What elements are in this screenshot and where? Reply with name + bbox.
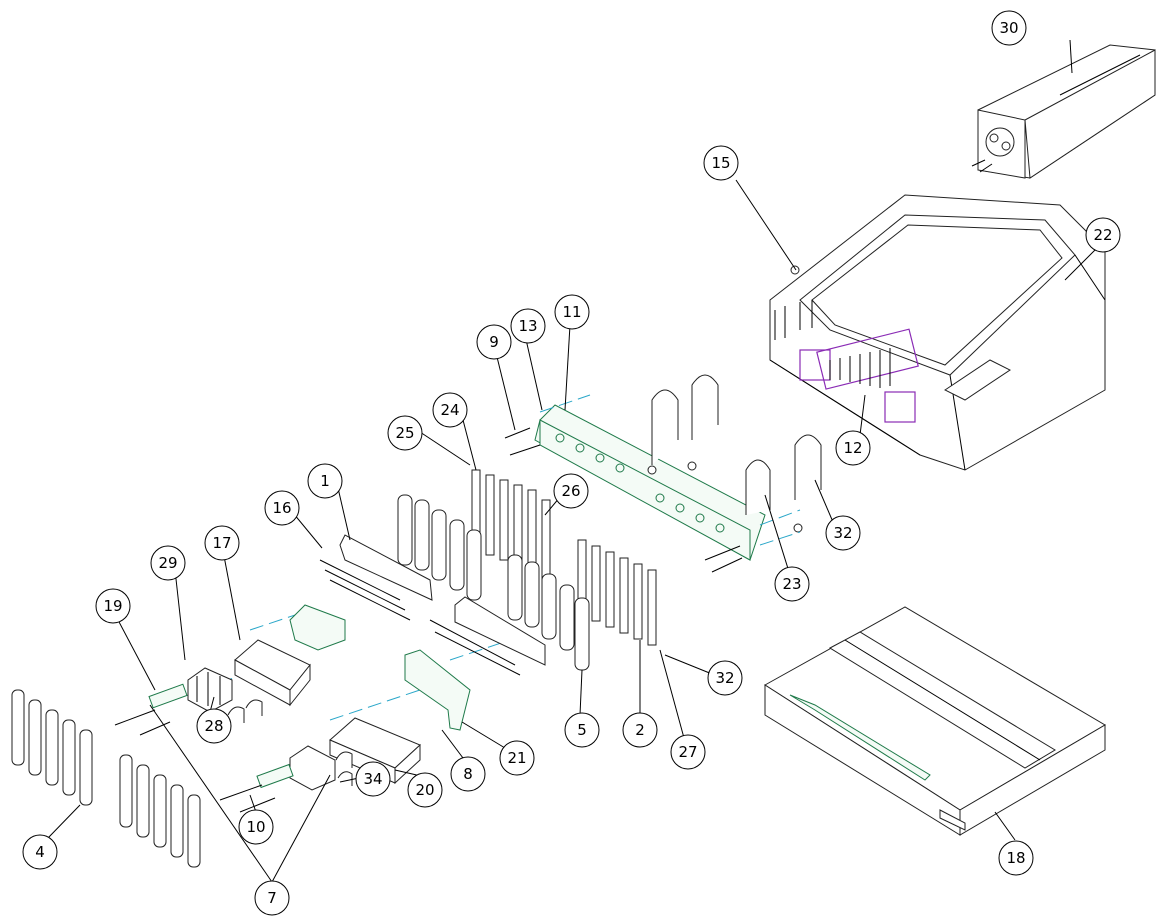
- callout-17: 17: [204, 525, 240, 561]
- svg-text:1: 1: [320, 472, 330, 490]
- svg-text:11: 11: [562, 303, 581, 321]
- callout-8: 8: [450, 756, 486, 792]
- callout-21: 21: [499, 740, 535, 776]
- svg-text:28: 28: [204, 717, 223, 735]
- callout-7: 7: [254, 880, 290, 916]
- callout-26: 25: [387, 415, 423, 451]
- callout-24: 23: [774, 566, 810, 602]
- callout-30: 29: [150, 545, 186, 581]
- svg-text:5: 5: [577, 721, 587, 739]
- callout-28: 27: [670, 734, 706, 770]
- svg-text:8: 8: [463, 765, 473, 783]
- svg-text:16: 16: [272, 499, 291, 517]
- part-30-terminal-block: [187, 667, 233, 713]
- svg-text:10: 10: [246, 818, 265, 836]
- part-1-connector-block: [319, 534, 546, 676]
- part-19-connectors: [114, 683, 188, 736]
- callout-32-lower: 32: [707, 660, 743, 696]
- svg-text:25: 25: [395, 424, 414, 442]
- svg-text:17: 17: [212, 534, 231, 552]
- leader-lines: [47, 39, 1096, 883]
- part-24-u-bolts: [647, 374, 771, 515]
- callout-19: 19: [95, 588, 131, 624]
- svg-text:9: 9: [489, 333, 499, 351]
- part-23-elbows: [227, 699, 263, 723]
- svg-text:13: 13: [518, 317, 537, 335]
- part-13-fasteners: [774, 265, 813, 340]
- part-17-tray: [234, 639, 311, 707]
- callout-9: 9: [476, 324, 512, 360]
- callout-13: 15: [703, 145, 739, 181]
- svg-text:32: 32: [715, 669, 734, 687]
- svg-text:20: 20: [415, 781, 434, 799]
- callout-18: 18: [998, 840, 1034, 876]
- part-green-bracket-top: [289, 604, 346, 651]
- svg-text:26: 26: [561, 482, 580, 500]
- part-22-tub: [769, 194, 1106, 471]
- callout-32-upper: 32: [825, 515, 861, 551]
- part-32-u-bolt: [793, 434, 822, 533]
- svg-text:21: 21: [507, 749, 526, 767]
- callout-1: 1: [307, 463, 343, 499]
- callout-20: 20: [407, 772, 443, 808]
- part-34-terminal-block-lower: [219, 745, 353, 813]
- svg-text:15: 15: [711, 154, 730, 172]
- svg-text:24: 24: [440, 401, 459, 419]
- svg-text:30: 30: [999, 19, 1018, 37]
- callout-11: 11: [554, 294, 590, 330]
- callout-22: 22: [1085, 217, 1121, 253]
- part-21-bracket: [404, 649, 471, 731]
- svg-text:18: 18: [1006, 849, 1025, 867]
- part-18-base-plate: [764, 606, 1106, 836]
- callout-23: 28: [196, 708, 232, 744]
- callout-27: 26: [553, 473, 589, 509]
- svg-text:32: 32: [833, 524, 852, 542]
- svg-text:12: 12: [843, 439, 862, 457]
- callout-10: 10: [238, 809, 274, 845]
- callout-2: 2: [622, 712, 658, 748]
- svg-text:23: 23: [782, 575, 801, 593]
- svg-text:34: 34: [363, 770, 382, 788]
- part-12-connectors: [829, 348, 891, 388]
- callout-4: 4: [22, 834, 58, 870]
- svg-text:4: 4: [35, 843, 45, 861]
- svg-text:19: 19: [103, 597, 122, 615]
- callout-5: 5: [564, 712, 600, 748]
- part-29-module: [971, 44, 1156, 179]
- svg-text:27: 27: [678, 743, 697, 761]
- svg-text:2: 2: [635, 721, 645, 739]
- part-25-rods: [471, 469, 551, 581]
- part-5-cylinders: [397, 494, 590, 671]
- part-32-rods: [577, 539, 657, 646]
- callout-12: 12: [835, 430, 871, 466]
- svg-text:29: 29: [158, 554, 177, 572]
- part-4-cylinders: [11, 689, 201, 868]
- callout-bubbles: 30 15 22 11 13 9 12 24 25 26 32 23 1 16 …: [22, 10, 1121, 916]
- callout-34: 34: [355, 761, 391, 797]
- svg-text:7: 7: [267, 889, 277, 907]
- callout-15: 13: [510, 308, 546, 344]
- callout-16: 16: [264, 490, 300, 526]
- svg-text:22: 22: [1093, 226, 1112, 244]
- callout-29: 30: [991, 10, 1027, 46]
- callout-25: 24: [432, 392, 468, 428]
